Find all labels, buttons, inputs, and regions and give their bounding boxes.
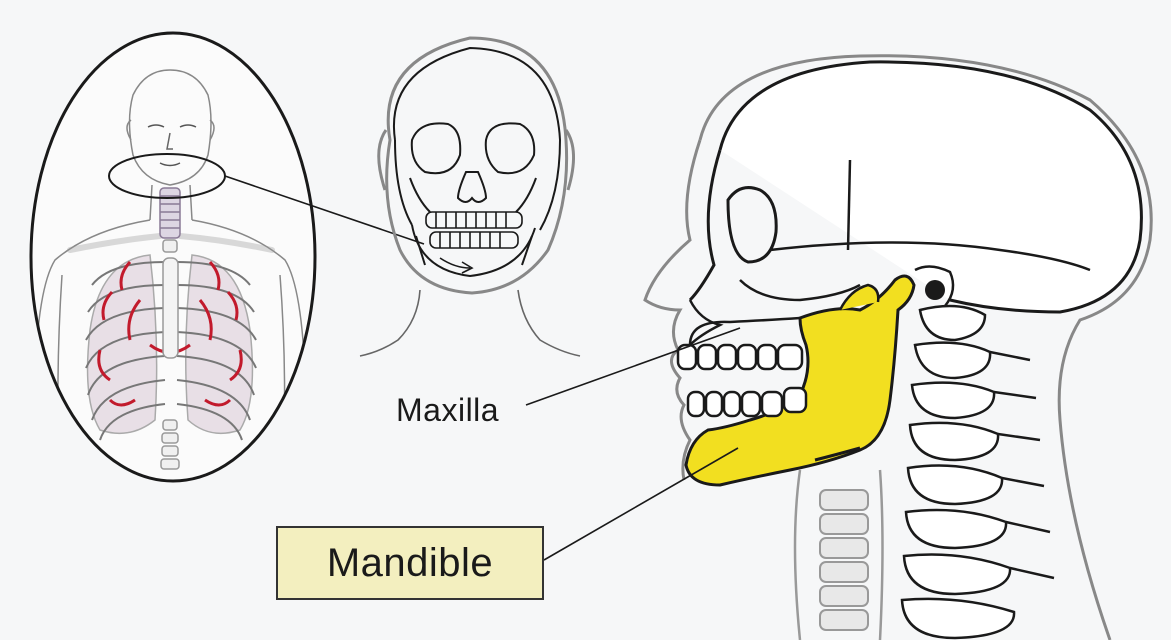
mandible-label: Mandible	[327, 541, 493, 586]
front-skull-illustration	[360, 38, 580, 356]
mandible-label-box: Mandible	[276, 526, 544, 600]
torso-inset-illustration	[31, 33, 315, 481]
maxilla-label: Maxilla	[396, 392, 499, 429]
mandible-leader-line	[544, 448, 738, 560]
lateral-skull-illustration	[645, 56, 1151, 640]
